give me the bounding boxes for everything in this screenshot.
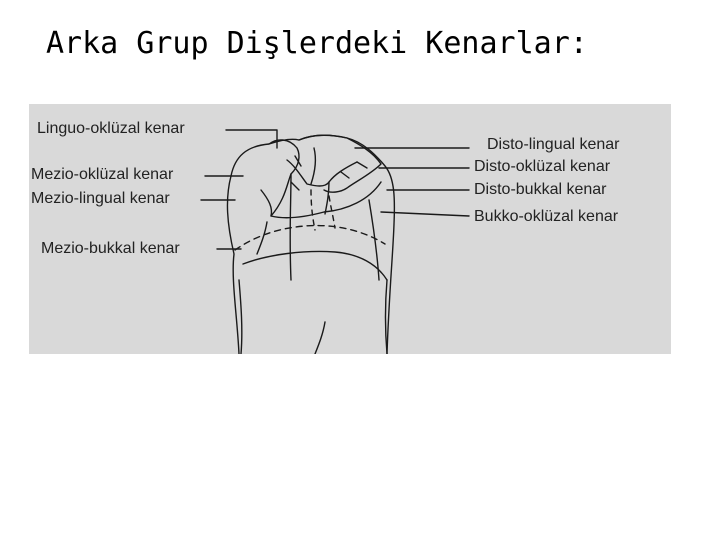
root-line-1 xyxy=(238,279,243,354)
leader-bukko-okluzal xyxy=(380,211,470,217)
mezio-bukkal-ridge xyxy=(289,173,292,281)
label-disto-lingual: Disto-lingual kenar xyxy=(487,136,620,153)
label-mezio-okluzal: Mezio-oklüzal kenar xyxy=(31,166,174,183)
central-dashed-line xyxy=(310,189,316,231)
leader-linguo-okluzal xyxy=(225,129,278,149)
occlusal-outline xyxy=(268,139,300,217)
tooth-drawing xyxy=(200,129,470,354)
label-bukko-okluzal: Bukko-oklüzal kenar xyxy=(474,208,619,225)
crown-outline xyxy=(226,134,396,354)
cervical-line xyxy=(242,250,388,281)
root-line-3 xyxy=(384,279,388,354)
label-mezio-bukkal: Mezio-bukkal kenar xyxy=(41,240,180,257)
label-linguo-okluzal: Linguo-oklüzal kenar xyxy=(37,120,185,137)
mezio-lingual-edge xyxy=(256,221,268,255)
mesial-dashed-line xyxy=(234,224,386,251)
root-line-2 xyxy=(314,321,326,354)
tooth-diagram: Linguo-oklüzal kenar Mezio-oklüzal kenar… xyxy=(29,104,671,354)
label-disto-bukkal: Disto-bukkal kenar xyxy=(474,181,607,198)
label-disto-okluzal: Disto-oklüzal kenar xyxy=(474,158,611,175)
slide-title: Arka Grup Dişlerdeki Kenarlar: xyxy=(46,26,588,61)
label-mezio-lingual: Mezio-lingual kenar xyxy=(31,190,170,207)
